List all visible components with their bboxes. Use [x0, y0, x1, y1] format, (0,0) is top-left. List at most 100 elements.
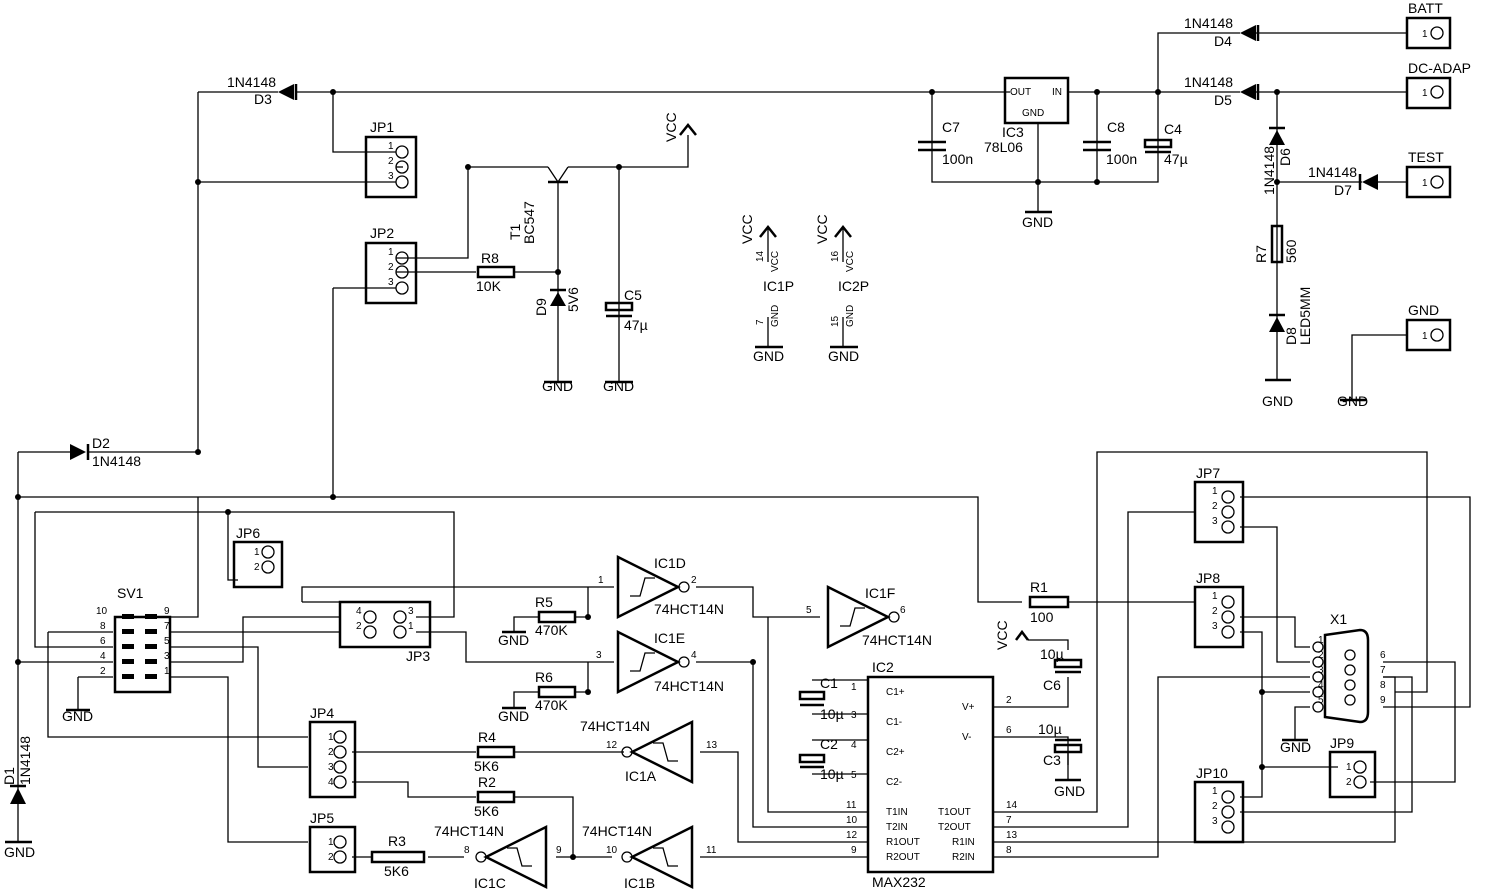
pin-number: 11	[846, 800, 857, 811]
pin-ic2p-15: 15	[830, 315, 841, 327]
label-r5-val: 470K	[535, 622, 568, 638]
pin-number: 1	[254, 547, 260, 558]
pin-number: 1	[1212, 486, 1218, 497]
pin-number: 7	[1006, 815, 1012, 826]
pin-number: 1	[598, 575, 604, 586]
pin-number: 8	[100, 621, 106, 632]
label-ic3: IC3	[1002, 124, 1024, 140]
label-jp2: JP2	[370, 225, 394, 241]
pin-number: 5	[806, 605, 812, 616]
label-ic3-gnd: GND	[1022, 108, 1044, 119]
label-gnd-ic1p: GND	[753, 348, 784, 364]
pin-number: 3	[388, 277, 394, 288]
label-c1: C1	[820, 675, 838, 691]
label-d7: D7	[1334, 182, 1352, 198]
pin-number: 1	[1346, 762, 1352, 773]
pin-ic1p-vcc: VCC	[770, 251, 781, 272]
pin-number: 3	[1212, 516, 1218, 527]
label-ic1p: IC1P	[763, 278, 794, 294]
label-d9-val: 5V6	[565, 287, 581, 312]
label-c1-val: 10µ	[820, 706, 844, 722]
pin-number: 1	[328, 732, 334, 743]
label-ic1e-type: 74HCT14N	[654, 678, 724, 694]
pin-number: 3	[408, 606, 414, 617]
label-ic2p: IC2P	[838, 278, 869, 294]
label-d8-type: LED5MM	[1297, 287, 1313, 345]
pin-ic1p-14: 14	[755, 250, 766, 262]
label-d9: D9	[533, 298, 549, 316]
pin-number: 11	[706, 845, 717, 856]
pin-number: 3	[1212, 621, 1218, 632]
pin-number: 2	[1318, 650, 1324, 661]
pin-number: 2	[254, 562, 260, 573]
pin-gnd-1: 1	[1422, 331, 1428, 342]
label-r1-val: 100	[1030, 609, 1054, 625]
label-jp9: JP9	[1330, 735, 1354, 751]
label-ic1f-type: 74HCT14N	[862, 632, 932, 648]
pin-number: 2	[388, 156, 394, 167]
pin-number: 6	[100, 636, 106, 647]
pin-c2p: C2+	[886, 747, 905, 758]
label-r2-val: 5K6	[474, 803, 499, 819]
label-gnd-d9: GND	[542, 378, 573, 394]
label-t1-type: BC547	[521, 201, 537, 244]
label-gnd-r5: GND	[498, 632, 529, 648]
pin-number: 4	[691, 650, 697, 661]
pin-number: 2	[356, 621, 362, 632]
label-vcc-ic2p: VCC	[814, 214, 830, 244]
label-sv1: SV1	[117, 585, 144, 601]
pin-number: 2	[328, 852, 334, 863]
label-gnd-right: GND	[1337, 393, 1368, 409]
label-c5-val: 47µ	[624, 317, 648, 333]
pin-r2in: R2IN	[952, 852, 975, 863]
label-ic1b-type: 74HCT14N	[582, 823, 652, 839]
label-ic1c-type: 74HCT14N	[434, 823, 504, 839]
pin-number: 12	[846, 830, 858, 841]
pin-number: 10	[846, 815, 858, 826]
label-d4: D4	[1214, 33, 1232, 49]
label-x1: X1	[1330, 611, 1347, 627]
pin-number: 4	[328, 777, 334, 788]
label-c7-val: 100n	[942, 151, 973, 167]
label-ic1a-type: 74HCT14N	[580, 718, 650, 734]
pin-number: 1	[388, 141, 394, 152]
label-d7-type: 1N4148	[1308, 164, 1357, 180]
pin-ic1p-gnd: GND	[770, 305, 781, 327]
pin-test-1: 1	[1422, 178, 1428, 189]
label-jp7: JP7	[1196, 465, 1220, 481]
label-d1: D1	[1, 767, 17, 785]
label-d1-type: 1N4148	[17, 736, 33, 785]
label-c8: C8	[1107, 119, 1125, 135]
pin-number: 1	[1318, 635, 1324, 646]
pin-number: 2	[1006, 695, 1012, 706]
label-jp10: JP10	[1196, 765, 1228, 781]
label-t1: T1	[507, 223, 523, 240]
pin-number: 9	[1380, 695, 1386, 706]
pin-number: 1	[388, 247, 394, 258]
pin-number: 10	[96, 606, 108, 617]
label-jp8: JP8	[1196, 570, 1220, 586]
pin-number: 3	[164, 651, 170, 662]
label-d8: D8	[1283, 327, 1299, 345]
label-r7: R7	[1253, 245, 1269, 263]
label-gnd-conn: GND	[1408, 302, 1439, 318]
label-r3: R3	[388, 833, 406, 849]
label-ic1c: IC1C	[474, 875, 506, 891]
pin-number: 1	[328, 837, 334, 848]
pin-ic1p-7: 7	[755, 319, 766, 325]
pin-t2out: T2OUT	[938, 822, 971, 833]
pin-batt-1: 1	[1422, 29, 1428, 40]
pin-number: 7	[1380, 665, 1386, 676]
pin-number: 5	[851, 770, 857, 781]
pin-number: 4	[100, 651, 106, 662]
label-d3: D3	[254, 91, 272, 107]
pin-number: 9	[164, 606, 170, 617]
label-c3: C3	[1043, 752, 1061, 768]
label-d2: D2	[92, 435, 110, 451]
label-ic1e: IC1E	[654, 630, 685, 646]
label-vcc-c6: VCC	[994, 620, 1010, 650]
label-r8-val: 10K	[476, 278, 502, 294]
label-c6: C6	[1043, 677, 1061, 693]
pin-number: 4	[851, 740, 857, 751]
